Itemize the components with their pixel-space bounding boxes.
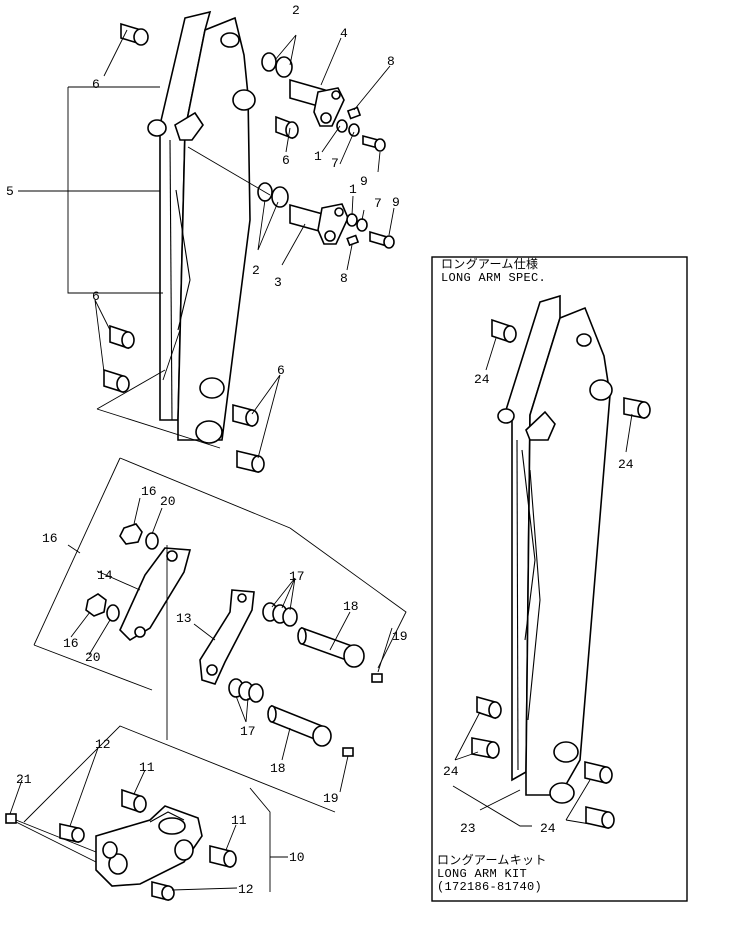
link-frame [33, 457, 407, 691]
long-arm-kit-en: LONG ARM KIT [437, 867, 528, 881]
callout: 21 [16, 772, 32, 787]
bushing-top [120, 22, 149, 46]
leaders-top [18, 29, 395, 459]
callout: 6 [282, 153, 290, 168]
callout: 19 [323, 791, 339, 806]
callout: 18 [343, 599, 359, 614]
long-arm-bushings [471, 318, 651, 830]
long-arm-kit-part-number: (172186-81740) [437, 880, 543, 894]
link-13 [199, 589, 255, 685]
bushings-11-12 [59, 788, 237, 902]
callout: 24 [618, 457, 634, 472]
callout: 16 [42, 531, 58, 546]
callout: 9 [360, 174, 368, 189]
bushings-left [103, 324, 135, 394]
callout: 18 [270, 761, 286, 776]
callout: 7 [374, 196, 382, 211]
callout: 4 [340, 26, 348, 41]
callout: 17 [289, 569, 305, 584]
bushing-mid [275, 115, 299, 140]
grease-fitting-21 [5, 813, 97, 863]
leaders-bottom [9, 747, 288, 891]
callout: 8 [387, 54, 395, 69]
callout: 6 [277, 363, 285, 378]
leaders-long-arm [452, 337, 633, 827]
callout: 11 [231, 813, 247, 828]
shims-bottom [257, 182, 289, 208]
callout: 20 [85, 650, 101, 665]
leaders-link [70, 497, 393, 793]
callout: 10 [289, 850, 305, 865]
callout: 11 [139, 760, 155, 775]
long-arm-kit-jp: ロングアームキット [437, 854, 547, 868]
callout: 2 [292, 3, 300, 18]
callout: 20 [160, 494, 176, 509]
callout: 16 [141, 484, 157, 499]
callout: 23 [460, 821, 476, 836]
long-arm-spec-jp: ロングアーム仕様 [441, 258, 539, 272]
callout: 3 [274, 275, 282, 290]
callout: 6 [92, 77, 100, 92]
callout: 24 [443, 764, 459, 779]
callout: 19 [392, 629, 408, 644]
arm-assembly [96, 10, 256, 449]
bracket-10 [95, 805, 203, 887]
callout: 24 [474, 372, 490, 387]
callout: 17 [240, 724, 256, 739]
nuts-washers [85, 523, 159, 622]
callout-numbers: 2 4 8 6 6 1 7 9 5 1 7 9 2 3 8 6 6 16 20 … [6, 3, 634, 897]
callout: 16 [63, 636, 79, 651]
callout: 12 [238, 882, 254, 897]
callout: 2 [252, 263, 260, 278]
callout: 5 [6, 184, 14, 199]
hardware-top [336, 106, 386, 152]
pin-4 [289, 78, 345, 127]
link-14 [119, 547, 192, 642]
callout: 9 [392, 195, 400, 210]
callout: 24 [540, 821, 556, 836]
callout: 1 [349, 182, 357, 197]
bolts-19 [342, 673, 383, 757]
pin-18 [267, 626, 365, 747]
callout: 12 [95, 737, 111, 752]
callout: 13 [176, 611, 192, 626]
pin-3 [289, 203, 349, 245]
callout: 6 [92, 289, 100, 304]
bottom-frame [23, 725, 336, 892]
callout: 14 [97, 568, 113, 583]
shims-top [261, 52, 293, 78]
callout: 8 [340, 271, 348, 286]
long-arm-spec-en: LONG ARM SPEC. [441, 271, 547, 285]
long-arm [497, 294, 613, 804]
callout: 1 [314, 149, 322, 164]
bushings-right [232, 403, 265, 474]
callout: 7 [331, 156, 339, 171]
hardware-bottom [346, 213, 395, 249]
